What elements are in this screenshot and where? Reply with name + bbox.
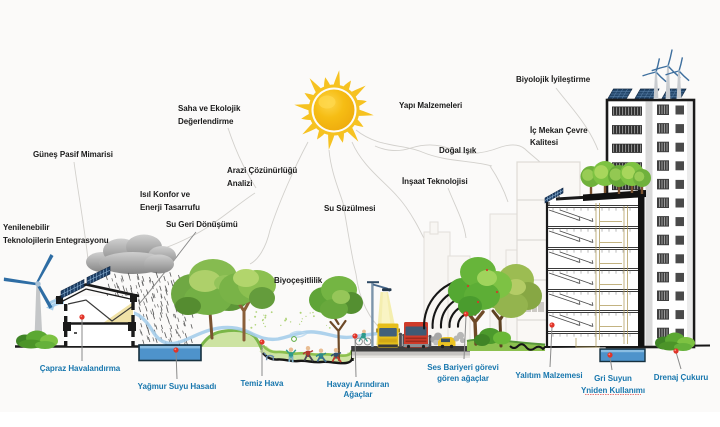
svg-text:Su Geri Dönüşümü: Su Geri Dönüşümü [166,220,238,229]
svg-text:gören ağaçlar: gören ağaçlar [437,374,489,383]
svg-text:Doğal Işık: Doğal Işık [439,146,477,155]
svg-text:Drenaj Çukuru: Drenaj Çukuru [654,373,709,382]
svg-text:Arazi Çözünürlüğü: Arazi Çözünürlüğü [227,166,297,175]
svg-text:Güneş Pasif Mimarisi: Güneş Pasif Mimarisi [33,150,113,159]
svg-text:Teknolojilerin Entegrasyonu: Teknolojilerin Entegrasyonu [3,236,109,245]
svg-text:Gri Suyun: Gri Suyun [594,374,632,383]
svg-text:Yenilenebilir: Yenilenebilir [3,223,49,232]
svg-text:Temiz Hava: Temiz Hava [241,379,285,388]
svg-text:Havayı Arındıran: Havayı Arındıran [327,380,390,389]
svg-text:Kalitesi: Kalitesi [530,138,558,147]
svg-text:Çapraz Havalandırma: Çapraz Havalandırma [40,364,121,373]
svg-text:İnşaat Teknolojisi: İnşaat Teknolojisi [402,177,468,186]
svg-text:Değerlendirme: Değerlendirme [178,117,234,126]
svg-text:Isıl Konfor ve: Isıl Konfor ve [140,190,191,199]
svg-text:Yalıtım Malzemesi: Yalıtım Malzemesi [515,371,582,380]
svg-text:Analizi: Analizi [227,179,252,188]
svg-text:Biyoçeşitlilik: Biyoçeşitlilik [274,276,323,285]
svg-text:İç Mekan Çevre: İç Mekan Çevre [530,126,588,135]
svg-text:Saha ve Ekolojik: Saha ve Ekolojik [178,104,241,113]
svg-text:Yapı Malzemeleri: Yapı Malzemeleri [399,101,462,110]
svg-text:Biyolojik İyileştirme: Biyolojik İyileştirme [516,75,591,84]
svg-text:Yağmur Suyu Hasadı: Yağmur Suyu Hasadı [138,382,217,391]
svg-text:Ses Bariyeri görevi: Ses Bariyeri görevi [427,363,499,372]
svg-text:Ağaçlar: Ağaçlar [344,390,373,399]
svg-text:Su Süzülmesi: Su Süzülmesi [324,204,375,213]
svg-text:Yniden Kullanımı: Yniden Kullanımı [581,386,645,395]
svg-text:Enerji Tasarrufu: Enerji Tasarrufu [140,203,200,212]
